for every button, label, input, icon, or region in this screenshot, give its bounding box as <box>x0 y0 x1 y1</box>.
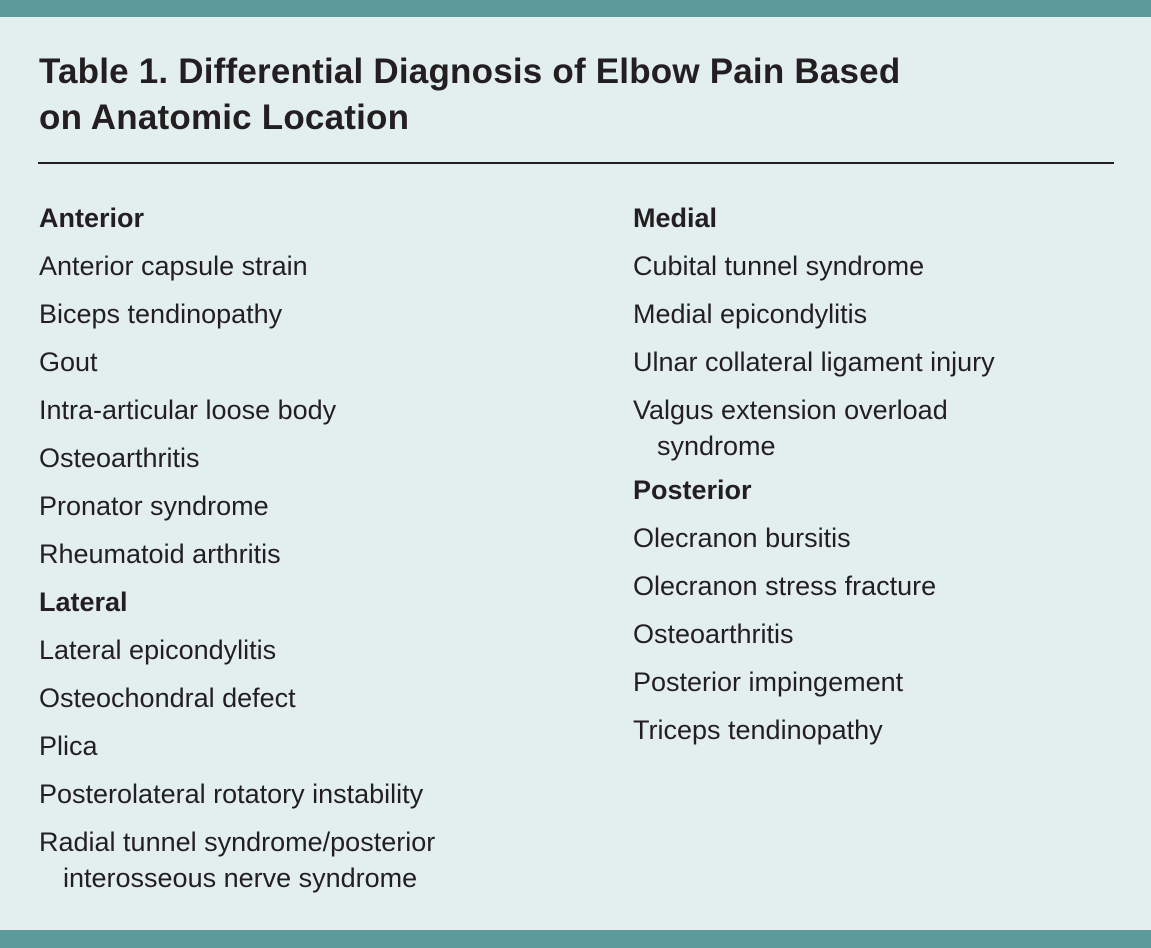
list-item: Lateral epicondylitis <box>39 635 277 665</box>
left-column: Anterior Anterior capsule strain Biceps … <box>39 194 435 898</box>
list-item: Anterior capsule strain <box>39 251 308 281</box>
title-line-2: on Anatomic Location <box>39 98 410 137</box>
list-item-line: Valgus extension overload <box>633 395 948 425</box>
list-item-wrapped: Valgus extension overload syndrome <box>633 386 995 462</box>
list-item: Rheumatoid arthritis <box>39 539 281 569</box>
top-accent-bar <box>0 0 1151 17</box>
title-divider <box>38 162 1114 164</box>
list-item: Cubital tunnel syndrome <box>633 251 925 281</box>
list-item: Gout <box>39 347 98 377</box>
list-item: Intra-articular loose body <box>39 395 337 425</box>
section-heading-medial: Medial <box>633 203 718 233</box>
title-line-1: Table 1. Differential Diagnosis of Elbow… <box>39 52 901 91</box>
list-item: Triceps tendinopathy <box>633 715 883 745</box>
list-item: Pronator syndrome <box>39 491 269 521</box>
list-item-line: Radial tunnel syndrome/posterior <box>39 827 436 857</box>
list-item: Osteoarthritis <box>39 443 200 473</box>
section-heading-anterior: Anterior <box>39 203 145 233</box>
section-heading-lateral: Lateral <box>39 587 128 617</box>
list-item: Ulnar collateral ligament injury <box>633 347 995 377</box>
right-column: Medial Cubital tunnel syndrome Medial ep… <box>633 194 995 754</box>
list-item: Osteoarthritis <box>633 619 794 649</box>
list-item-wrapped: Radial tunnel syndrome/posterior interos… <box>39 818 435 894</box>
list-item: Medial epicondylitis <box>633 299 868 329</box>
list-item: Posterolateral rotatory instability <box>39 779 424 809</box>
list-item-continuation: syndrome <box>657 431 776 461</box>
list-item-continuation: interosseous nerve syndrome <box>63 863 418 893</box>
section-heading-posterior: Posterior <box>633 475 752 505</box>
list-item: Posterior impingement <box>633 667 904 697</box>
list-item: Olecranon bursitis <box>633 523 851 553</box>
table-title: Table 1. Differential Diagnosis of Elbow… <box>39 49 1099 141</box>
list-item: Biceps tendinopathy <box>39 299 283 329</box>
list-item: Olecranon stress fracture <box>633 571 937 601</box>
list-item: Osteochondral defect <box>39 683 296 713</box>
list-item: Plica <box>39 731 98 761</box>
bottom-accent-bar <box>0 930 1151 948</box>
